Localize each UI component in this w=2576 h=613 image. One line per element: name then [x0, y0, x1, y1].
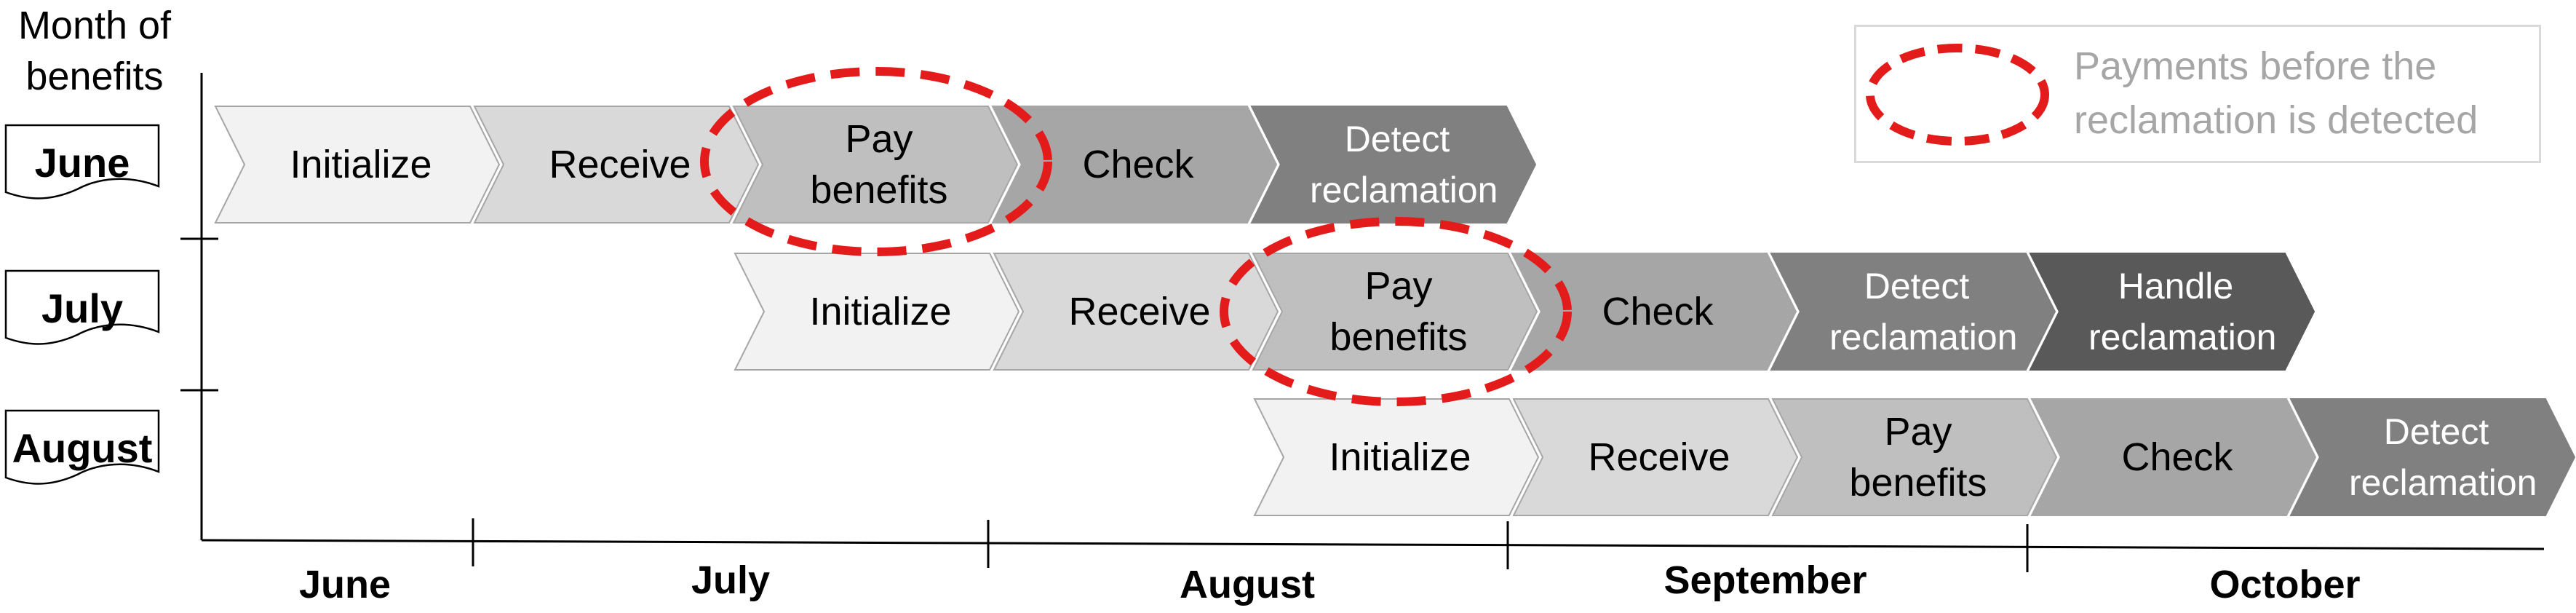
step-label: Detect reclamation	[1252, 114, 1535, 215]
step-label: Initialize	[1329, 435, 1471, 479]
y-axis-title-line2: benefits	[25, 55, 164, 98]
document-shape	[4, 409, 160, 485]
step-label: Pay benefits	[734, 114, 1017, 215]
document-shape	[4, 124, 160, 199]
row-label-text: June	[34, 139, 130, 186]
july-initialize-step: Initialize	[734, 253, 1020, 371]
june-detect-reclamation-step: Detect reclamation	[1250, 106, 1537, 224]
step-label: Receive	[1068, 290, 1211, 333]
august-pay-benefits-step: Pay benefits	[1771, 398, 2058, 516]
step-label: Check	[1602, 290, 1714, 333]
step-label-line1: Detect	[1344, 119, 1450, 159]
legend-text: Payments before the reclamation is detec…	[2074, 39, 2478, 147]
august-check-step: Check	[2030, 398, 2317, 516]
step-label-line2: reclamation	[2088, 317, 2277, 357]
step-label: Initialize	[809, 290, 952, 333]
step-label-line1: Pay	[845, 117, 913, 161]
step-label: Pay benefits	[1253, 261, 1537, 363]
row-label-june: June	[4, 124, 160, 201]
x-label-september: September	[1663, 558, 1867, 602]
step-label-line2: reclamation	[1310, 170, 1498, 210]
row-label-text: July	[41, 285, 124, 331]
step-label: Check	[2121, 435, 2233, 479]
june-pay-benefits-step: Pay benefits	[732, 106, 1019, 224]
step-label: Receive	[549, 143, 691, 186]
legend	[1854, 25, 2541, 163]
y-axis-title: Month of benefits	[0, 0, 189, 102]
step-label-line2: reclamation	[1829, 317, 2018, 357]
document-shape	[4, 269, 160, 345]
row-label-july: July	[4, 269, 160, 347]
august-detect-reclamation-step: Detect reclamation	[2289, 398, 2576, 516]
step-label: Detect reclamation	[2291, 406, 2575, 508]
step-label: Detect reclamation	[1771, 261, 2055, 363]
legend-text-line2: reclamation is detected	[2074, 98, 2478, 142]
step-label-line2: reclamation	[2349, 462, 2537, 503]
step-label-line1: Detect	[1864, 266, 1970, 306]
x-label-august: August	[1180, 563, 1315, 606]
x-label-july: July	[691, 558, 771, 602]
row-label-august: August	[4, 409, 160, 486]
july-pay-benefits-step: Pay benefits	[1252, 253, 1538, 371]
step-label: Initialize	[290, 143, 432, 186]
august-receive-step: Receive	[1512, 398, 1799, 516]
y-axis-title-line1: Month of	[17, 4, 172, 47]
row-label-text: August	[12, 424, 153, 471]
step-label: Check	[1082, 143, 1194, 186]
x-label-june: June	[298, 563, 391, 606]
june-check-step: Check	[991, 106, 1278, 224]
x-label-october: October	[2209, 563, 2361, 606]
july-receive-step: Receive	[993, 253, 1279, 371]
july-check-step: Check	[1511, 253, 1797, 371]
step-label: Handle reclamation	[2030, 261, 2314, 363]
june-receive-step: Receive	[473, 106, 760, 224]
july-handle-reclamation-step: Handle reclamation	[2029, 253, 2315, 371]
legend-text-line1: Payments before the	[2074, 44, 2437, 88]
step-label-line1: Pay	[1364, 264, 1433, 308]
step-label-line2: benefits	[1329, 315, 1468, 359]
step-label-line2: benefits	[1849, 461, 1987, 505]
step-label-line1: Handle	[2118, 266, 2234, 306]
august-initialize-step: Initialize	[1253, 398, 1540, 516]
july-detect-reclamation-step: Detect reclamation	[1770, 253, 2056, 371]
step-label: Receive	[1588, 435, 1730, 479]
x-axis	[201, 539, 2545, 550]
step-label-line1: Pay	[1884, 410, 1952, 454]
step-label-line2: benefits	[810, 168, 948, 212]
step-label: Pay benefits	[1773, 406, 2056, 508]
step-label-line1: Detect	[2383, 411, 2489, 452]
june-initialize-step: Initialize	[214, 106, 501, 224]
